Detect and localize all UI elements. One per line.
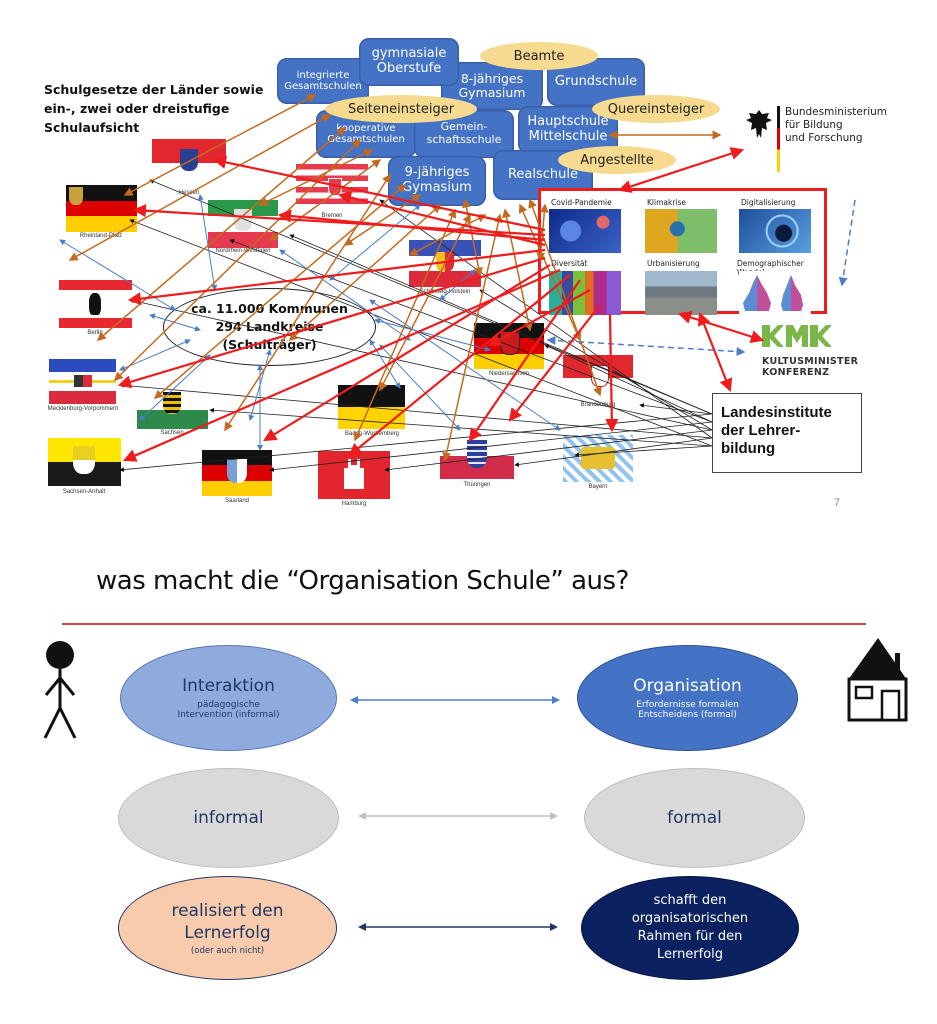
kmk-mark-icon	[762, 325, 832, 347]
ellipse-lernerfolg: realisiert den Lernerfolg (oder auch nic…	[118, 876, 337, 980]
arrow-black	[384, 429, 713, 472]
arrow-orange	[68, 114, 332, 261]
arrow-black	[544, 344, 713, 423]
pill-beamte: Beamte	[480, 42, 598, 70]
kmk-name-line1: KULTUSMINISTER	[762, 356, 859, 367]
flag-label-berlin: Berlin	[87, 330, 103, 336]
kmk-logo: KULTUSMINISTER KONFERENZ	[762, 325, 892, 380]
arrow-black	[269, 421, 713, 472]
arrow-black	[379, 199, 713, 439]
double-arrow-row1	[350, 696, 560, 704]
flag-hamburg	[318, 451, 390, 499]
slide-title: was macht die “Organisation Schule” aus?	[96, 566, 629, 596]
arrow-group	[59, 94, 856, 473]
arrow-black	[289, 234, 713, 415]
connection-arrows	[59, 94, 856, 473]
arrow-orange	[462, 198, 483, 277]
bmbf-flag-bar	[777, 106, 780, 172]
arrow-blue	[329, 204, 421, 281]
title-divider	[62, 623, 866, 625]
arrow-red	[617, 147, 745, 193]
bmbf-logo: Bundesministerium für Bildung und Forsch…	[745, 106, 895, 176]
ellipse-organisation: Organisation Erfordernisse formalen Ents…	[577, 645, 798, 751]
mv-crest-icon	[74, 375, 92, 387]
bottom-slide: was macht die “Organisation Schule” aus?…	[0, 540, 937, 1024]
arrow-blue	[279, 249, 411, 341]
bmbf-name-line3: und Forschung	[785, 132, 863, 144]
flag-mecklenburg-vorpommern	[49, 359, 116, 404]
flag-label-bayern: Bayern	[588, 484, 608, 490]
page-number: 7	[834, 497, 841, 509]
topic-image-urbanisierung	[645, 271, 717, 315]
sachsen-anhalt-crest-icon	[73, 446, 95, 474]
arrow-orange	[353, 208, 457, 442]
topic-label-klimakrise: Klimakrise	[647, 198, 687, 207]
arrow-red	[488, 289, 591, 347]
bmbf-name-line1: Bundesministerium	[785, 106, 887, 118]
arrow-orange	[113, 138, 362, 382]
topic-label-urbanisierung: Urbanisierung	[647, 259, 700, 268]
flag-label-sachsen: Sachsen	[160, 430, 184, 436]
arrow-red	[697, 311, 733, 393]
ellipse-interaktion: Interaktion pädagogische Intervention (i…	[120, 645, 337, 751]
flag-saarland	[202, 450, 272, 496]
school-box-gym8: 8-jähriges Gymasium	[441, 62, 543, 110]
top-slide: Schulgesetze der Länder sowie ein-, zwei…	[44, 38, 895, 509]
arrow-red	[348, 274, 571, 457]
arrow-orange	[123, 94, 317, 196]
arrow-red	[263, 264, 551, 442]
arrow-blue	[149, 313, 201, 332]
arrow-black	[639, 403, 713, 415]
arrow-red	[212, 155, 546, 232]
arrow-orange	[343, 194, 422, 246]
arrow-black	[574, 445, 713, 458]
kmk-name-line2: KONFERENZ	[762, 367, 830, 378]
topic-label-digitalisierung: Digitalisierung	[741, 198, 796, 207]
hamburg-castle-icon	[344, 459, 364, 489]
pill-quereinsteiger: Quereinsteiger	[592, 95, 720, 123]
house-icon	[847, 638, 908, 722]
arrow-red	[117, 256, 546, 389]
pill-seiteneinsteiger: Seiteneinsteiger	[325, 95, 477, 123]
stick-figure-icon	[43, 641, 77, 739]
landesinstitute-box: Landesinstitute der Lehrer- bildung	[712, 393, 862, 473]
ellipse-organisatorischer-rahmen: schafft den organisatorischen Rahmen für…	[581, 876, 799, 980]
double-arrow-row2	[358, 812, 558, 820]
arrow-red	[605, 313, 619, 433]
arrow-red	[508, 304, 601, 422]
flag-label-sachsen-anhalt: Sachsen-Anhalt	[62, 489, 106, 495]
ellipse-formal: formal	[584, 768, 805, 868]
saarland-crest-icon	[227, 459, 247, 483]
flag-sachsen-anhalt	[48, 438, 121, 486]
flag-label-hamburg: Hamburg	[341, 501, 367, 507]
topic-image-digitalisierung	[739, 209, 811, 253]
flag-bayern	[563, 435, 633, 482]
arrow-red	[132, 204, 546, 237]
arrow-blue	[197, 194, 218, 291]
arrow-blue	[379, 344, 461, 431]
flag-label-brandenburg: Brandenburg	[580, 402, 616, 408]
arrow-orange	[96, 127, 347, 341]
arrow-orange	[442, 213, 503, 462]
school-box-gym-oberstufe: gymnasiale Oberstufe	[359, 38, 459, 86]
arrow-red	[277, 209, 546, 242]
arrow-blue	[59, 239, 176, 311]
flag-label-mecklenburg-vorpommern: Mecklenburg-Vorpommern	[47, 406, 119, 412]
arrow-black	[514, 437, 713, 467]
federal-eagle-icon	[746, 110, 772, 138]
arrow-red	[337, 191, 546, 247]
arrow-red	[122, 268, 561, 462]
topic-image-demographie	[739, 271, 811, 315]
arrow-red	[677, 311, 765, 343]
arrow-orange	[536, 203, 549, 262]
bmbf-name-line2: für Bildung	[785, 119, 843, 131]
topic-image-klimakrise	[645, 209, 717, 253]
flag-label-thueringen: Thüringen	[463, 482, 491, 488]
ellipse-informal: informal	[118, 768, 339, 868]
flag-label-saarland: Saarland	[224, 498, 250, 504]
arrow-red	[127, 248, 546, 306]
arrow-blue-dashed	[838, 199, 856, 287]
double-arrow-row3	[358, 923, 558, 931]
